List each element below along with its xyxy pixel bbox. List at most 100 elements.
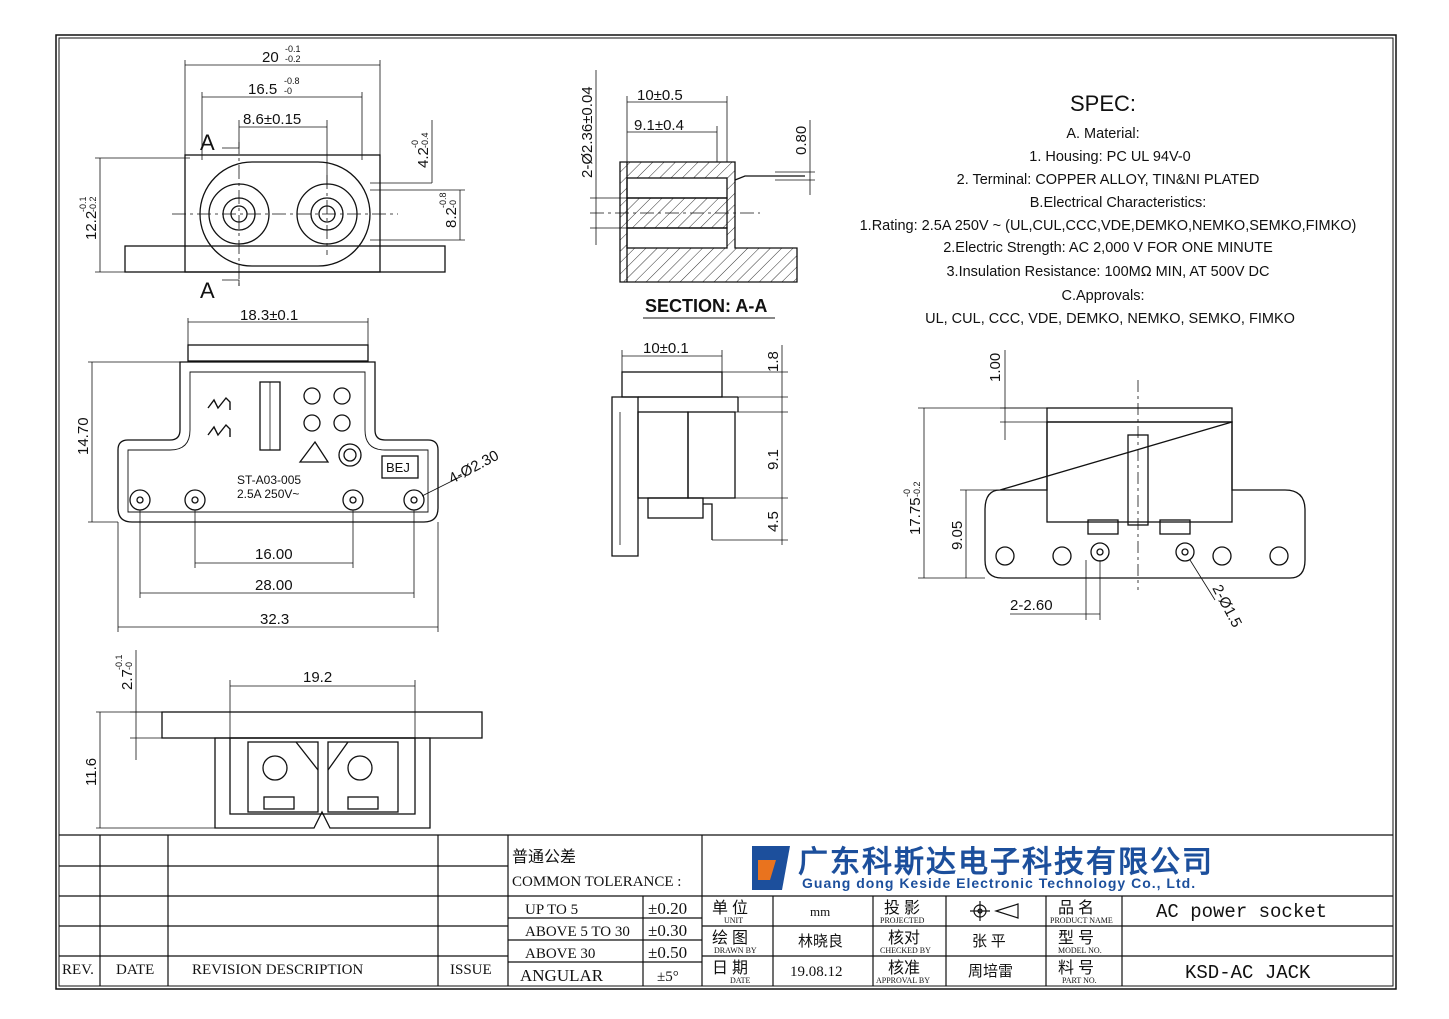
tol-range-1: UP TO 5 xyxy=(525,902,578,918)
tol-value-4: ±5° xyxy=(657,969,679,985)
front-view-marks xyxy=(207,396,231,437)
tb-drawn-value: 林晓良 xyxy=(798,933,843,950)
dim-8-6: 8.6±0.15 xyxy=(243,111,301,128)
tb-date-en: DATE xyxy=(730,976,751,985)
company-name-cn: 广东科斯达电子科技有限公司 xyxy=(798,845,1214,879)
sec-dim-dia: 2-Ø2.36±0.04 xyxy=(579,86,596,178)
tb-description: REVISION DESCRIPTION xyxy=(192,962,363,978)
tb-product-name: AC power socket xyxy=(1156,901,1327,923)
spec-line-2: 1. Housing: PC UL 94V-0 xyxy=(1029,149,1190,165)
r-dim-1-00: 1.00 xyxy=(987,353,1004,382)
bottom-view-dims xyxy=(96,650,416,829)
tb-proj-cn: 投 影 xyxy=(884,899,920,917)
dim-12-2: 12.2 xyxy=(83,211,100,240)
tb-drawn-cn: 绘 图 xyxy=(712,929,748,947)
tb-checked-cn: 核对 xyxy=(888,929,920,947)
tol-value-2: ±0.30 xyxy=(648,921,687,940)
dim-11-6: 11.6 xyxy=(83,758,100,786)
dim-2-7: 2.7 xyxy=(119,669,136,690)
side-dim-4-5: 4.5 xyxy=(765,511,782,532)
dim-20-tol-dn: -0.2 xyxy=(285,54,301,64)
spec-line-1: A. Material: xyxy=(1066,126,1139,142)
tb-part-en: PART NO. xyxy=(1062,976,1097,985)
side-view-dims xyxy=(621,345,788,545)
dim-28-00: 28.00 xyxy=(255,577,293,594)
right-view xyxy=(984,380,1306,590)
section-mark-a-top: A xyxy=(200,130,215,155)
tol-value-1: ±0.20 xyxy=(648,899,687,918)
side-dim-9-1: 9.1 xyxy=(765,449,782,470)
top-view-dims xyxy=(95,60,465,286)
marking-model: ST-A03-005 xyxy=(237,473,301,487)
tol-range-3: ABOVE 30 xyxy=(525,946,595,962)
side-dim-10: 10±0.1 xyxy=(643,340,689,357)
r-dim-2-2-60: 2-2.60 xyxy=(1010,597,1053,614)
tb-checked-value: 张 平 xyxy=(972,933,1006,950)
tb-model-en: MODEL NO. xyxy=(1058,946,1102,955)
spec-line-9: UL, CUL, CCC, VDE, DEMKO, NEMKO, SEMKO, … xyxy=(925,311,1295,327)
tb-checked-en: CHECKED BY xyxy=(880,946,931,955)
dim-2-7-tol-dn: -0 xyxy=(124,662,134,670)
tb-unit-value: mm xyxy=(810,904,830,919)
spec-title: SPEC: xyxy=(1070,91,1136,116)
company-name-en: Guang dong Keside Electronic Technology … xyxy=(802,875,1196,891)
dim-20: 20 xyxy=(262,49,279,66)
tb-part-value: KSD-AC JACK xyxy=(1185,962,1311,984)
tb-name-cn: 品 名 xyxy=(1058,899,1094,917)
dim-12-2-tol-up: -0.1 xyxy=(78,196,88,212)
bottom-view xyxy=(161,711,483,829)
r-dim-17-75-tol-dn: -0.2 xyxy=(912,481,922,497)
dim-8-2-tol-dn: -0 xyxy=(448,200,458,208)
outer-border xyxy=(55,34,1397,990)
dim-4-2: 4.2 xyxy=(415,147,432,168)
tb-tol-cn: 普通公差 xyxy=(512,848,576,866)
dim-16-5-tol-dn: -0 xyxy=(284,86,292,96)
dim-2-7-tol-up: -0.1 xyxy=(114,654,124,670)
tol-range-4: ANGULAR xyxy=(520,966,604,985)
tb-model-cn: 型 号 xyxy=(1058,929,1094,947)
section-mark-a-bottom: A xyxy=(200,278,215,303)
tb-issue: ISSUE xyxy=(450,962,492,978)
top-view xyxy=(124,140,446,290)
dim-holes: 4-Ø2.30 xyxy=(446,447,502,487)
r-dim-17-75-tol-up: -0 xyxy=(902,489,912,497)
dim-16-00: 16.00 xyxy=(255,546,293,563)
tol-range-2: ABOVE 5 TO 30 xyxy=(525,924,630,940)
tb-approval-value: 周培雷 xyxy=(968,963,1013,980)
spec-line-3: 2. Terminal: COPPER ALLOY, TIN&NI PLATED xyxy=(957,172,1260,188)
tb-date-cn: 日 期 xyxy=(712,959,748,977)
dim-8-2-tol-up: -0.8 xyxy=(438,192,448,208)
dim-16-5-tol-up: -0.8 xyxy=(284,76,300,86)
projection-symbol-icon xyxy=(970,901,1019,921)
spec-line-7: 3.Insulation Resistance: 100MΩ MIN, AT 5… xyxy=(946,264,1269,280)
tb-approval-cn: 核准 xyxy=(888,959,920,977)
tb-tol-en: COMMON TOLERANCE : xyxy=(512,874,681,890)
section-view xyxy=(590,161,805,283)
tb-part-cn: 料 号 xyxy=(1058,959,1094,977)
tb-date-value: 19.08.12 xyxy=(790,964,843,980)
dim-18-3: 18.3±0.1 xyxy=(240,307,298,324)
marking-rating: 2.5A 250V~ xyxy=(237,487,299,501)
dim-20-tol-up: -0.1 xyxy=(285,44,301,54)
spec-line-4: B.Electrical Characteristics: xyxy=(1030,195,1206,211)
tb-drawn-en: DRAWN BY xyxy=(714,946,757,955)
section-label: SECTION: A-A xyxy=(645,296,767,316)
inner-border xyxy=(58,37,1394,987)
side-dim-1-8: 1.8 xyxy=(765,351,782,372)
dim-4-2-tol-dn: -0.4 xyxy=(420,132,430,148)
dim-12-2-tol-dn: -0.2 xyxy=(88,196,98,212)
r-dim-dia: 2-Ø1.5 xyxy=(1208,582,1245,630)
company-logo-icon xyxy=(752,846,790,890)
tb-approval-en: APPROVAL BY xyxy=(876,976,930,985)
tb-rev: REV. xyxy=(62,962,94,978)
dim-8-2: 8.2 xyxy=(443,207,460,228)
spec-line-5: 1.Rating: 2.5A 250V ~ (UL,CUL,CCC,VDE,DE… xyxy=(860,218,1357,234)
r-dim-17-75: 17.75 xyxy=(907,497,924,535)
tb-date: DATE xyxy=(116,962,154,978)
front-view-dims xyxy=(88,318,463,632)
tol-value-3: ±0.50 xyxy=(648,943,687,962)
tb-unit-en: UNIT xyxy=(724,916,743,925)
r-dim-9-05: 9.05 xyxy=(949,521,966,550)
sec-dim-0-80: 0.80 xyxy=(793,126,810,155)
